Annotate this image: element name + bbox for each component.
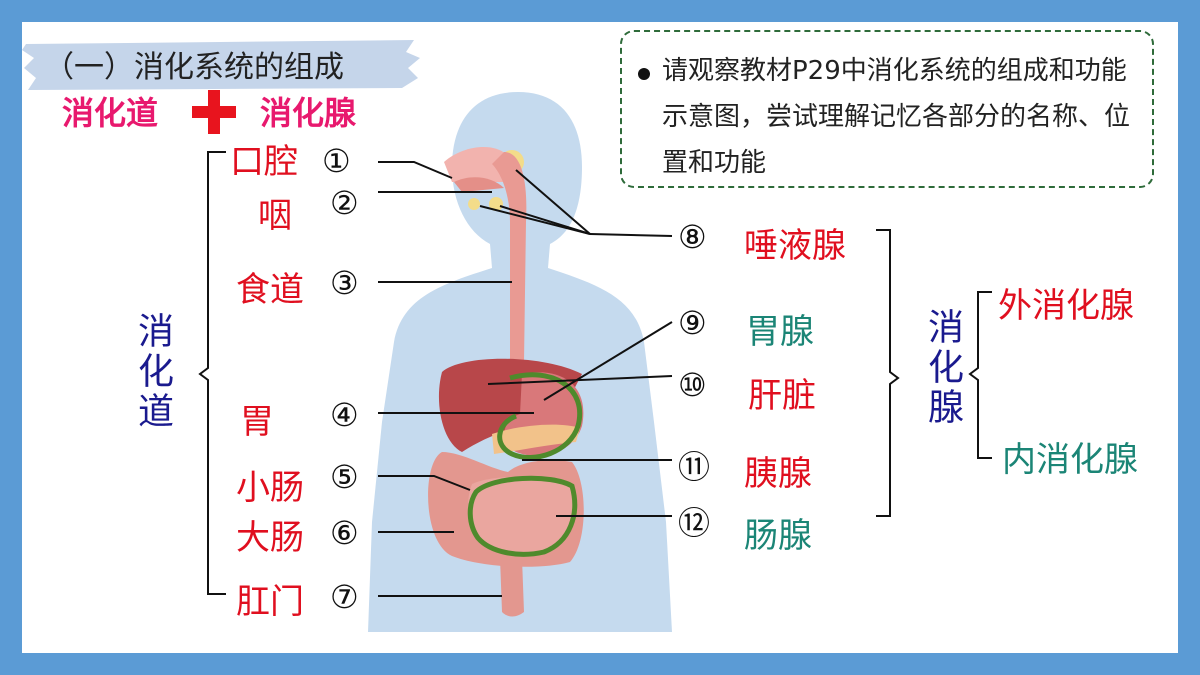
label-pancreas: 胰腺: [744, 454, 812, 494]
label-pharynx: 咽: [258, 196, 292, 236]
small-intestine-outline: [467, 475, 578, 557]
num-8: ⑧: [678, 218, 707, 256]
esophagus: [492, 152, 527, 362]
label-gastric-gland: 胃腺: [746, 312, 814, 352]
stomach-outline: [497, 372, 583, 460]
label-small-intestine: 小肠: [236, 468, 304, 508]
num-9: ⑨: [678, 304, 707, 342]
num-3: ③: [330, 264, 359, 302]
num-10: ⑩: [678, 366, 707, 404]
subtitle-digestive-tract: 消化道: [62, 94, 159, 132]
label-anus: 肛门: [236, 582, 304, 622]
num-6: ⑥: [330, 514, 359, 552]
tongue: [454, 177, 504, 192]
num-1: ①: [322, 142, 351, 180]
title-brush-background: [22, 40, 420, 90]
gland-leader-lines: [479, 169, 673, 517]
pancreas: [492, 424, 580, 454]
label-esophagus: 食道: [236, 270, 304, 310]
group-label-digestive-tract: 消化道: [132, 312, 173, 432]
num-11: ⑪: [678, 448, 711, 486]
instruction-text: 请观察教材P29中消化系统的组成和功能示意图，尝试理解记忆各部分的名称、位置和功…: [662, 56, 1131, 178]
slide: （一）消化系统的组成 消化道 消化腺 请观察教材P29中消化系统的组成和功能示意…: [22, 22, 1178, 653]
label-oral-cavity: 口腔: [230, 142, 298, 182]
salivary-gland-sub-1: [468, 198, 480, 210]
label-intestinal-gland: 肠腺: [744, 516, 812, 556]
gland-type-brace: [968, 291, 992, 459]
plus-icon: [192, 90, 236, 134]
label-external-glands: 外消化腺: [998, 286, 1134, 326]
bullet-icon: [638, 68, 650, 80]
num-5: ⑤: [330, 458, 359, 496]
rectum: [500, 558, 524, 617]
instruction-note: 请观察教材P29中消化系统的组成和功能示意图，尝试理解记忆各部分的名称、位置和功…: [620, 30, 1154, 188]
gland-brace: [876, 229, 900, 517]
oral-cavity: [444, 147, 510, 182]
label-salivary-gland: 唾液腺: [744, 226, 846, 266]
label-stomach: 胃: [240, 402, 274, 442]
label-liver: 肝脏: [748, 376, 816, 416]
digestive-system-diagram: [198, 92, 992, 632]
num-12: ⑫: [678, 504, 711, 542]
small-intestine: [467, 476, 573, 553]
num-7: ⑦: [330, 578, 359, 616]
salivary-gland-sub-2: [489, 197, 503, 211]
label-large-intestine: 大肠: [236, 518, 304, 558]
group-label-digestive-glands: 消化腺: [922, 308, 963, 428]
num-2: ②: [330, 184, 359, 222]
subtitle-digestive-glands: 消化腺: [260, 94, 357, 132]
label-internal-glands: 内消化腺: [1002, 440, 1138, 480]
num-4: ④: [330, 396, 359, 434]
section-title: （一）消化系统的组成: [44, 50, 344, 85]
tract-brace: [198, 151, 226, 595]
tract-leader-lines: [378, 161, 534, 597]
